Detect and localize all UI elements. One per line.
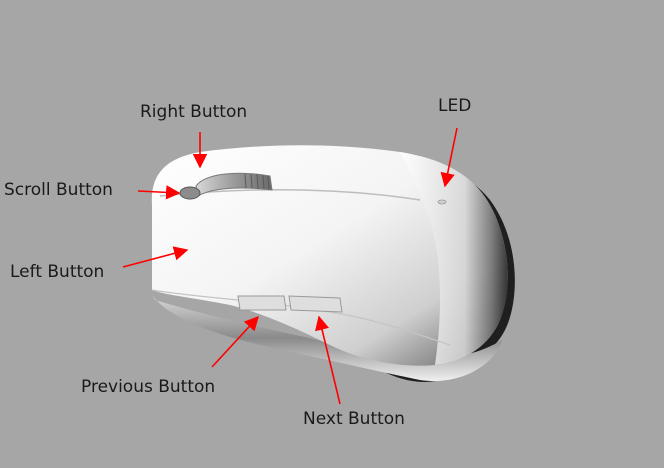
label-previous-button: Previous Button [81, 377, 215, 397]
label-right-button: Right Button [140, 102, 247, 122]
label-next-button: Next Button [303, 409, 405, 429]
next-button-shape [289, 296, 342, 312]
label-led: LED [438, 96, 471, 116]
label-left-button: Left Button [10, 262, 104, 282]
led-dot [438, 200, 446, 204]
scroll-button-shape [180, 187, 200, 199]
label-scroll-button: Scroll Button [4, 180, 113, 200]
previous-button-shape [238, 296, 286, 310]
